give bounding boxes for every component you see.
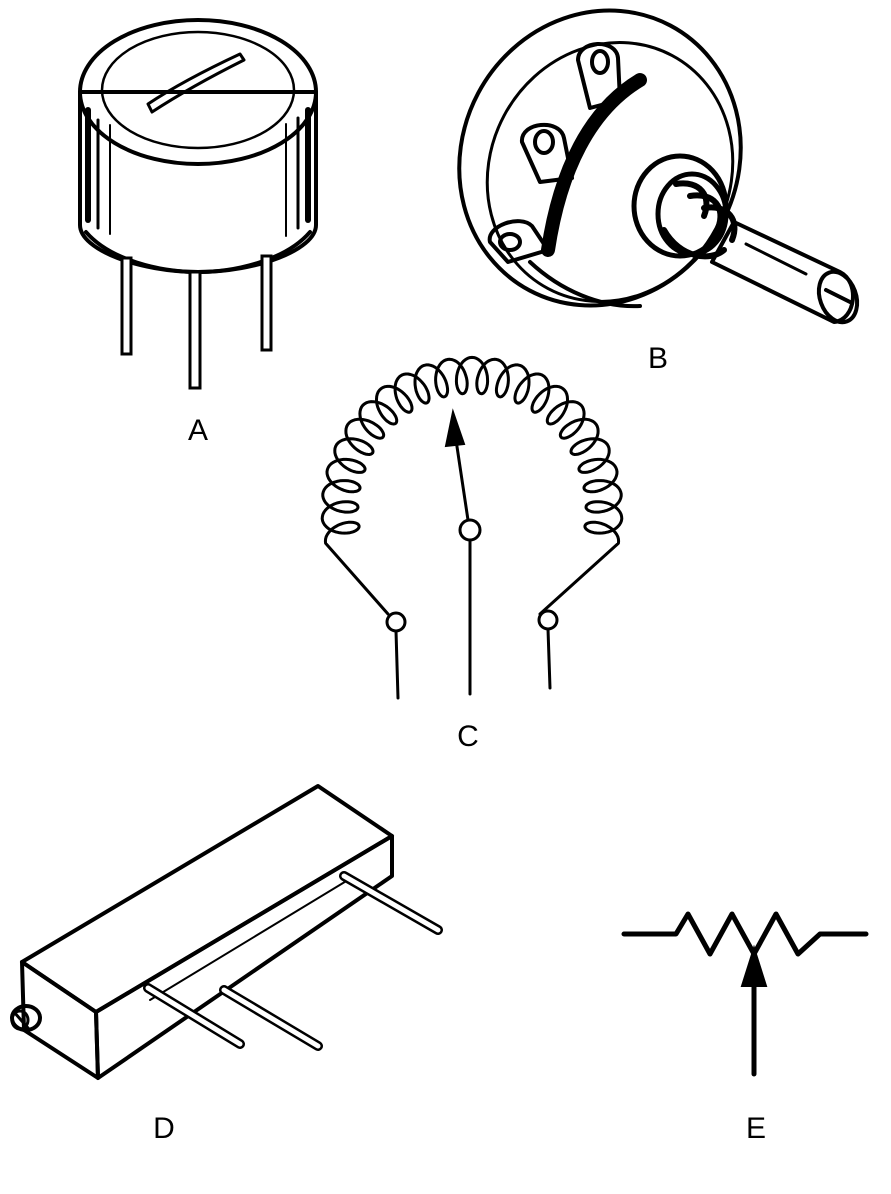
label-a: A	[188, 414, 208, 447]
lug-middle	[520, 122, 574, 184]
wiper-arrowhead	[444, 408, 466, 448]
lug-bottom	[487, 219, 550, 264]
threaded-bushing	[631, 153, 738, 260]
terminal-left	[385, 611, 407, 633]
label-c: C	[457, 720, 479, 753]
pin-1	[143, 983, 245, 1049]
wiper-arm	[454, 438, 470, 522]
pin-2	[219, 985, 323, 1051]
component-d-multiturn-trimmer	[10, 784, 443, 1080]
pin-right	[260, 254, 273, 352]
pin-center	[188, 270, 202, 390]
label-d: D	[153, 1112, 175, 1145]
wiper-arrowhead-e	[740, 944, 768, 987]
component-b-rotary-pot	[457, 8, 860, 325]
adjust-slot	[146, 52, 246, 114]
label-b: B	[648, 342, 668, 375]
resistor-zigzag	[621, 911, 869, 957]
component-c-coil-element	[320, 355, 624, 700]
resistance-coil	[320, 355, 624, 616]
component-a-trimmer-pot	[78, 18, 318, 390]
terminal-right	[537, 609, 559, 631]
component-e-schematic-symbol	[621, 911, 869, 1077]
wiper-pivot	[458, 518, 482, 542]
pin-3	[339, 871, 443, 935]
lug-top	[576, 42, 622, 110]
label-e: E	[746, 1112, 766, 1145]
pin-left	[120, 256, 133, 356]
